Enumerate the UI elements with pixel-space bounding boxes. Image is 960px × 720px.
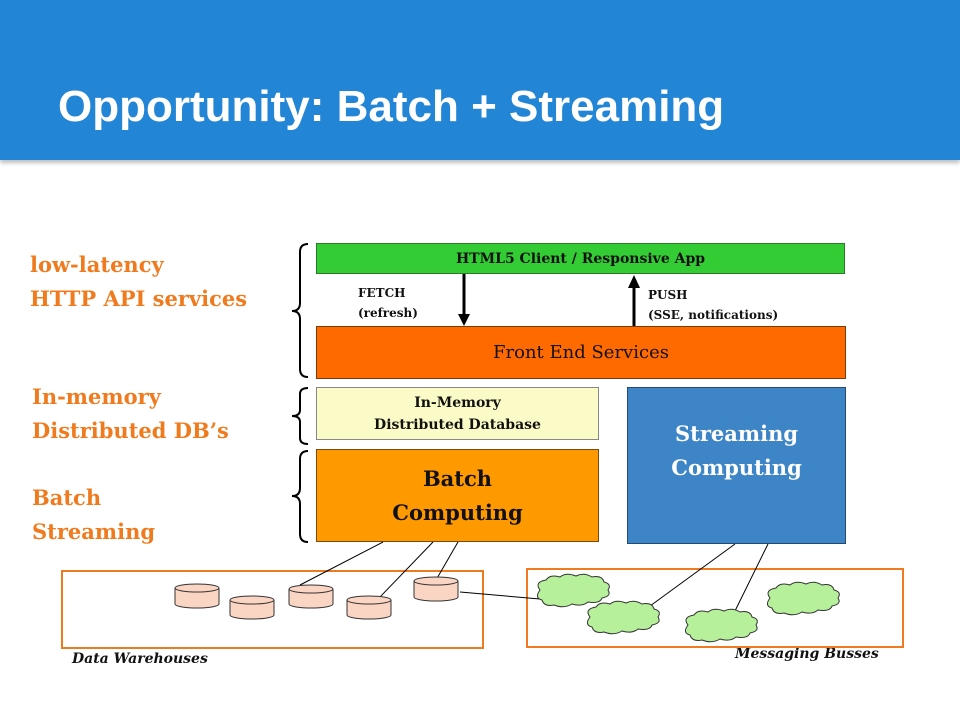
connector-db-1 [299, 541, 384, 586]
label-api-services: low-latency HTTP API services [30, 248, 247, 316]
push-label: PUSH (SSE, notifications) [648, 285, 778, 325]
label-batch-line-2: Streaming [32, 519, 156, 544]
fetch-arrowhead [458, 314, 470, 326]
label-in-memory: In-memory Distributed DB’s [32, 380, 229, 448]
push-arrowhead [628, 275, 640, 288]
label-api-line-2: HTTP API services [30, 286, 248, 311]
fetch-line-1: FETCH [358, 286, 406, 300]
data-warehouses-caption: Data Warehouses [72, 651, 208, 667]
messaging-busses-caption: Messaging Busses [735, 646, 879, 662]
batch-computing-box: Batch Computing [316, 449, 599, 542]
fetch-label: FETCH (refresh) [358, 283, 418, 323]
connector-cloud-1 [649, 543, 736, 607]
frontend-label: Front End Services [493, 342, 669, 363]
cloud-icon [766, 581, 840, 616]
streaming-computing-box: Streaming Computing [627, 387, 846, 544]
push-line-1: PUSH [648, 288, 688, 302]
database-icon [346, 595, 392, 620]
title-bar: Opportunity: Batch + Streaming [0, 0, 960, 160]
database-icon [174, 583, 220, 609]
label-memory-line-1: In-memory [32, 384, 161, 409]
fetch-line-2: (refresh) [358, 306, 418, 320]
stream-line-2: Computing [671, 454, 802, 480]
inmem-line-2: Distributed Database [374, 416, 541, 433]
html5-client-box: HTML5 Client / Responsive App [316, 243, 845, 274]
label-batch-line-1: Batch [32, 485, 102, 510]
push-line-2: (SSE, notifications) [648, 308, 779, 322]
in-memory-database-box: In-Memory Distributed Database [316, 387, 599, 440]
cloud-icon [536, 573, 610, 608]
front-end-services-box: Front End Services [316, 326, 846, 379]
label-api-line-1: low-latency [30, 252, 164, 277]
cloud-icon [586, 600, 660, 635]
database-icon [229, 595, 275, 620]
messaging-busses-container [526, 568, 904, 648]
slide-title: Opportunity: Batch + Streaming [58, 82, 725, 131]
client-label: HTML5 Client / Responsive App [455, 250, 706, 267]
connector-db-cloud [459, 591, 541, 600]
inmem-line-1: In-Memory [414, 394, 501, 411]
brace-memory [291, 387, 309, 445]
database-icon [288, 584, 334, 609]
stream-line-1: Streaming [674, 420, 799, 446]
connector-db-3 [435, 541, 459, 581]
connector-db-2 [379, 541, 434, 598]
database-icon [413, 576, 459, 602]
connector-cloud-2 [732, 543, 769, 616]
label-memory-line-2: Distributed DB’s [32, 418, 229, 443]
brace-api [291, 243, 309, 378]
batch-line-1: Batch [422, 465, 493, 491]
data-warehouses-container [61, 570, 484, 649]
brace-batch [291, 450, 309, 543]
cloud-icon [684, 608, 758, 643]
batch-line-2: Computing [392, 499, 523, 525]
label-batch-streaming: Batch Streaming [32, 481, 155, 549]
